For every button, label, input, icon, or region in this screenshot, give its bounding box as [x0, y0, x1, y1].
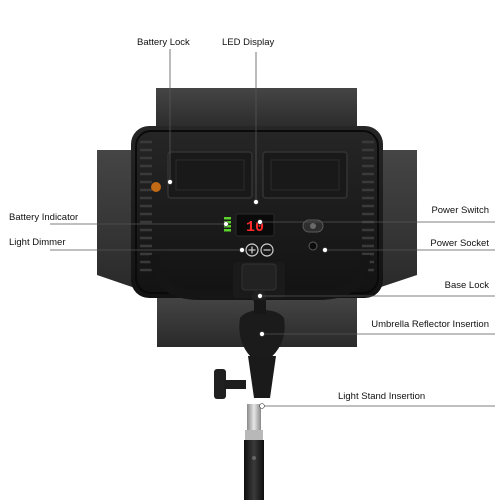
label-umbrella-reflector-insertion: Umbrella Reflector Insertion — [371, 319, 489, 330]
battery-bay-right — [262, 151, 348, 199]
light-dimmer-buttons — [245, 243, 274, 257]
callout-lines — [50, 49, 495, 407]
dimmer-minus-icon — [260, 243, 274, 257]
label-battery-lock: Battery Lock — [137, 37, 190, 48]
left-grip — [140, 140, 152, 272]
led-display-screen — [235, 213, 275, 237]
base-lock-shoe — [241, 263, 277, 291]
light-stand-pole — [244, 440, 264, 500]
side-lock-knob — [214, 369, 226, 399]
right-grip — [362, 140, 374, 272]
light-stand-spigot — [247, 404, 261, 434]
mount-assembly — [150, 255, 370, 500]
label-led-display: LED Display — [222, 37, 275, 48]
callout-markers — [167, 179, 328, 409]
panel-body: 10 — [131, 126, 383, 298]
brand-badge-icon — [151, 182, 161, 192]
dimmer-plus-icon — [245, 243, 259, 257]
label-power-switch: Power Switch — [431, 205, 489, 216]
label-light-stand-insertion: Light Stand Insertion — [338, 391, 426, 402]
label-battery-indicator: Battery Indicator — [9, 212, 79, 223]
barn-door-right — [378, 150, 417, 288]
label-light-dimmer: Light Dimmer — [9, 237, 66, 248]
battery-bay-left — [167, 151, 253, 199]
barn-door-top — [156, 88, 357, 130]
label-base-lock: Base Lock — [444, 280, 489, 291]
label-power-socket: Power Socket — [430, 238, 489, 249]
barn-door-left — [97, 150, 135, 288]
power-socket-icon — [308, 241, 318, 251]
